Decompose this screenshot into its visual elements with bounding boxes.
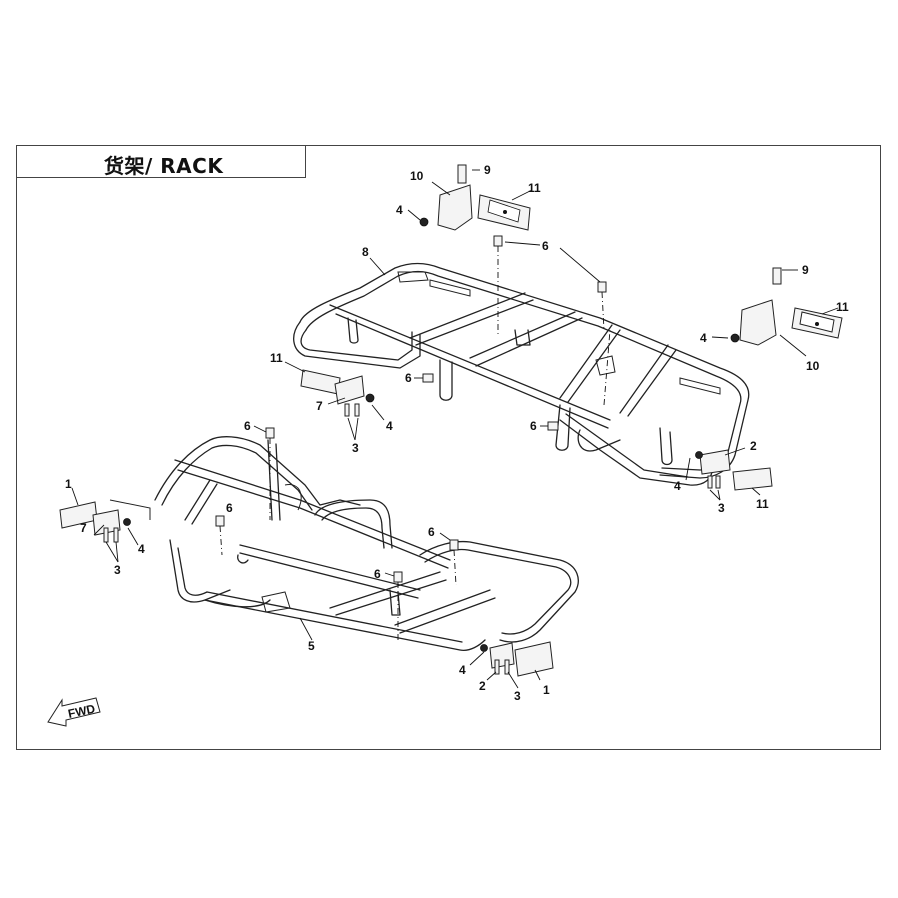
reflector-left-upper (300, 369, 434, 417)
drawing-frame (16, 145, 881, 750)
fwd-label: FWD (67, 701, 97, 720)
callout-labels: 9 10 11 4 8 6 9 11 4 10 11 6 7 4 3 6 2 4… (65, 163, 849, 703)
leader-lines (71, 169, 839, 689)
title-box (16, 145, 306, 178)
callout-4: 4 (700, 331, 707, 345)
callout-4: 4 (459, 663, 466, 677)
callout-6: 6 (374, 567, 381, 581)
reflector-bracket-right (730, 267, 843, 346)
callout-3: 3 (718, 501, 725, 515)
callout-3: 3 (114, 563, 121, 577)
callout-8: 8 (362, 245, 369, 259)
callout-6: 6 (405, 371, 412, 385)
callout-7: 7 (316, 399, 323, 413)
fwd-arrow: FWD (47, 697, 101, 727)
callout-9: 9 (484, 163, 491, 177)
callout-4: 4 (386, 419, 393, 433)
callout-3: 3 (352, 441, 359, 455)
callout-10: 10 (410, 169, 424, 183)
callout-6: 6 (428, 525, 435, 539)
callout-4: 4 (674, 479, 681, 493)
callout-11: 11 (756, 497, 769, 511)
callout-5: 5 (308, 639, 315, 653)
callout-6: 6 (530, 419, 537, 433)
bolts (215, 235, 607, 583)
callout-7: 7 (80, 521, 87, 535)
callout-3: 3 (514, 689, 521, 703)
callout-6: 6 (542, 239, 549, 253)
callout-10: 10 (806, 359, 820, 373)
callout-9: 9 (802, 263, 809, 277)
callout-11: 11 (270, 351, 283, 365)
reflector-right-rear (547, 421, 773, 491)
callout-1: 1 (543, 683, 550, 697)
reflector-left-front (59, 499, 151, 543)
callout-11: 11 (528, 181, 541, 195)
callout-11: 11 (836, 300, 849, 314)
callout-4: 4 (396, 203, 403, 217)
reflector-front-right (480, 641, 554, 677)
callout-2: 2 (479, 679, 486, 693)
rear-rack-frame (293, 262, 750, 486)
callout-2: 2 (750, 439, 757, 453)
front-rack-frame (154, 436, 579, 651)
reflector-bracket-top (419, 164, 531, 231)
page-title: 货架/ RACK (104, 154, 224, 178)
callout-6: 6 (244, 419, 251, 433)
callout-1: 1 (65, 477, 72, 491)
callout-4: 4 (138, 542, 145, 556)
callout-6: 6 (226, 501, 233, 515)
